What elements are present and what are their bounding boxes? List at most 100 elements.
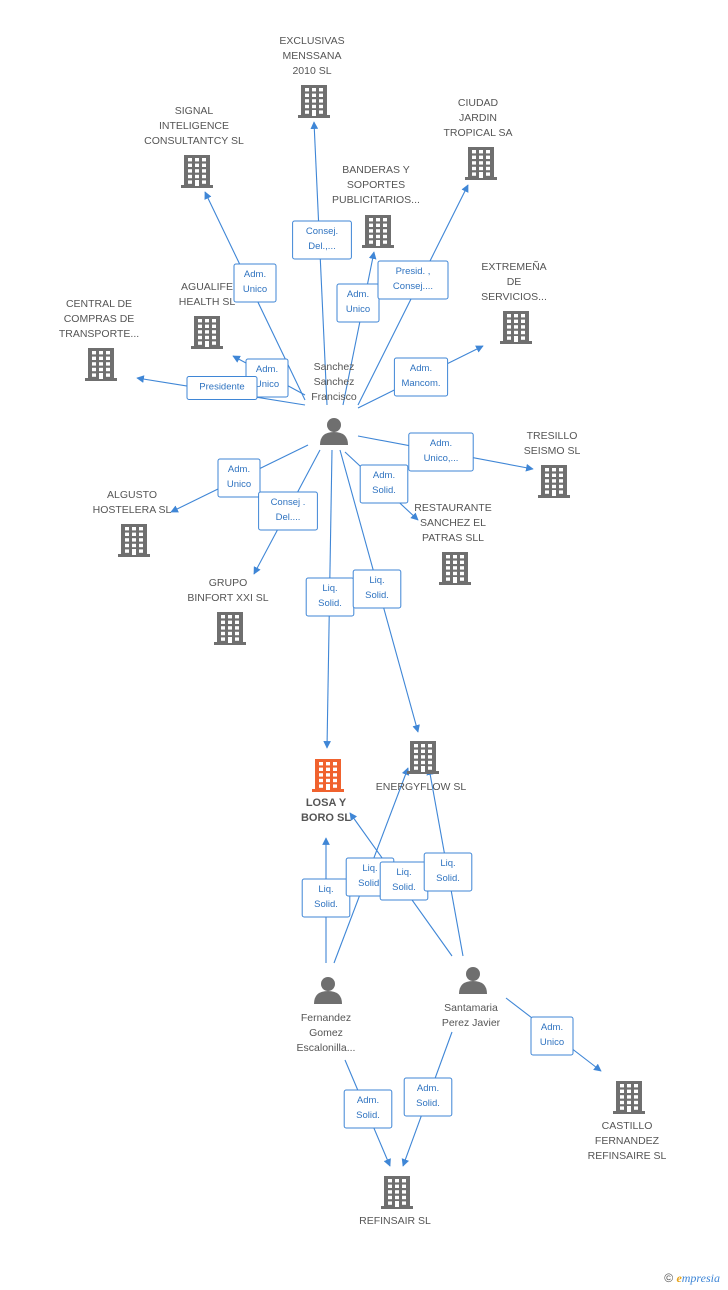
building-window bbox=[198, 341, 202, 345]
node-banderas[interactable]: BANDERAS YSOPORTESPUBLICITARIOS... bbox=[332, 164, 420, 248]
person-icon[interactable] bbox=[314, 977, 342, 1004]
building-window bbox=[446, 571, 450, 576]
building-window bbox=[414, 744, 418, 748]
role-label: Unico,... bbox=[424, 453, 459, 464]
building-window bbox=[92, 373, 96, 377]
building-icon[interactable] bbox=[465, 147, 497, 180]
building-icon[interactable] bbox=[214, 612, 246, 645]
node-extremena[interactable]: EXTREMEÑADESERVICIOS... bbox=[481, 260, 547, 344]
role-badge[interactable]: Adm.Unico bbox=[233, 263, 277, 303]
building-icon[interactable] bbox=[191, 316, 223, 349]
building-icon[interactable] bbox=[312, 759, 344, 792]
building-icon[interactable] bbox=[500, 311, 532, 344]
building-window bbox=[634, 1095, 638, 1099]
building-window bbox=[479, 155, 483, 159]
building-icon[interactable] bbox=[538, 465, 570, 498]
building-window bbox=[92, 351, 96, 355]
role-badge[interactable]: Adm.Unico,... bbox=[408, 432, 474, 472]
node-label: BORO SL bbox=[301, 812, 351, 824]
role-label: Del.,... bbox=[308, 241, 335, 252]
building-window bbox=[312, 93, 316, 97]
role-badge-box bbox=[258, 491, 318, 531]
building-icon[interactable] bbox=[298, 85, 330, 118]
role-label: Liq. bbox=[440, 858, 455, 869]
role-badge-box bbox=[217, 458, 261, 498]
role-badge[interactable]: Presid. ,Consej.... bbox=[377, 260, 449, 300]
building-window bbox=[552, 468, 556, 472]
role-badge[interactable]: Adm.Solid. bbox=[343, 1089, 393, 1129]
building-window bbox=[228, 620, 232, 624]
role-badge[interactable]: Adm.Unico bbox=[530, 1016, 574, 1056]
role-badge[interactable]: Liq.Solid. bbox=[423, 852, 473, 892]
building-window bbox=[453, 560, 457, 564]
node-fernandez[interactable]: FernandezGomezEscalonilla... bbox=[297, 977, 356, 1054]
building-door bbox=[228, 637, 232, 643]
building-window bbox=[305, 88, 309, 92]
role-badge[interactable]: Consej.Del.,... bbox=[292, 220, 352, 260]
building-window bbox=[212, 335, 216, 340]
role-badge[interactable]: Consej .Del.... bbox=[258, 491, 318, 531]
role-badge[interactable]: Liq.Solid. bbox=[305, 577, 355, 617]
building-window bbox=[552, 484, 556, 489]
node-energyflow[interactable]: ENERGYFLOW SL bbox=[376, 741, 467, 793]
building-door bbox=[132, 549, 136, 555]
building-window bbox=[428, 755, 432, 759]
building-window bbox=[514, 330, 518, 335]
role-label: Adm. bbox=[357, 1095, 379, 1106]
role-badge-box bbox=[393, 357, 449, 397]
node-label: REFINSAIR SL bbox=[359, 1215, 431, 1227]
building-window bbox=[460, 566, 464, 570]
role-label: Solid. bbox=[416, 1098, 440, 1109]
building-icon[interactable] bbox=[613, 1081, 645, 1114]
node-label: BINFORT XXI SL bbox=[187, 592, 268, 604]
person-body bbox=[459, 981, 487, 994]
building-window bbox=[188, 158, 192, 162]
person-icon[interactable] bbox=[320, 418, 348, 445]
building-window bbox=[559, 479, 563, 483]
role-badge-box bbox=[377, 260, 449, 300]
building-window bbox=[205, 330, 209, 334]
role-label: Solid. bbox=[365, 590, 389, 601]
node-label: SIGNAL bbox=[175, 105, 214, 117]
role-badge[interactable]: Adm.Solid. bbox=[359, 464, 409, 504]
node-label: Escalonilla... bbox=[297, 1042, 356, 1054]
building-base bbox=[312, 789, 344, 792]
building-icon[interactable] bbox=[381, 1176, 413, 1209]
role-badge[interactable]: Adm.Unico bbox=[336, 283, 380, 323]
building-icon[interactable] bbox=[407, 741, 439, 774]
building-window bbox=[479, 161, 483, 165]
building-icon[interactable] bbox=[181, 155, 213, 188]
person-icon[interactable] bbox=[459, 967, 487, 994]
building-base bbox=[362, 245, 394, 248]
role-badge[interactable]: Liq.Solid. bbox=[379, 861, 429, 901]
building-icon[interactable] bbox=[118, 524, 150, 557]
role-badge[interactable]: Adm.Unico bbox=[217, 458, 261, 498]
building-icon[interactable] bbox=[362, 215, 394, 248]
building-window bbox=[414, 755, 418, 759]
node-refinsair[interactable]: REFINSAIR SL bbox=[359, 1176, 431, 1227]
building-icon[interactable] bbox=[439, 552, 471, 585]
role-badge[interactable]: Adm.Mancom. bbox=[393, 357, 449, 397]
building-window bbox=[453, 566, 457, 570]
building-window bbox=[507, 336, 511, 340]
role-badge[interactable]: Adm.Solid. bbox=[403, 1077, 453, 1117]
building-icon[interactable] bbox=[85, 348, 117, 381]
role-badge[interactable]: Liq.Solid. bbox=[301, 878, 351, 918]
building-window bbox=[486, 161, 490, 165]
role-badge[interactable]: Liq.Solid. bbox=[352, 569, 402, 609]
role-badge[interactable]: Presidente bbox=[186, 376, 258, 400]
building-window bbox=[125, 538, 129, 542]
